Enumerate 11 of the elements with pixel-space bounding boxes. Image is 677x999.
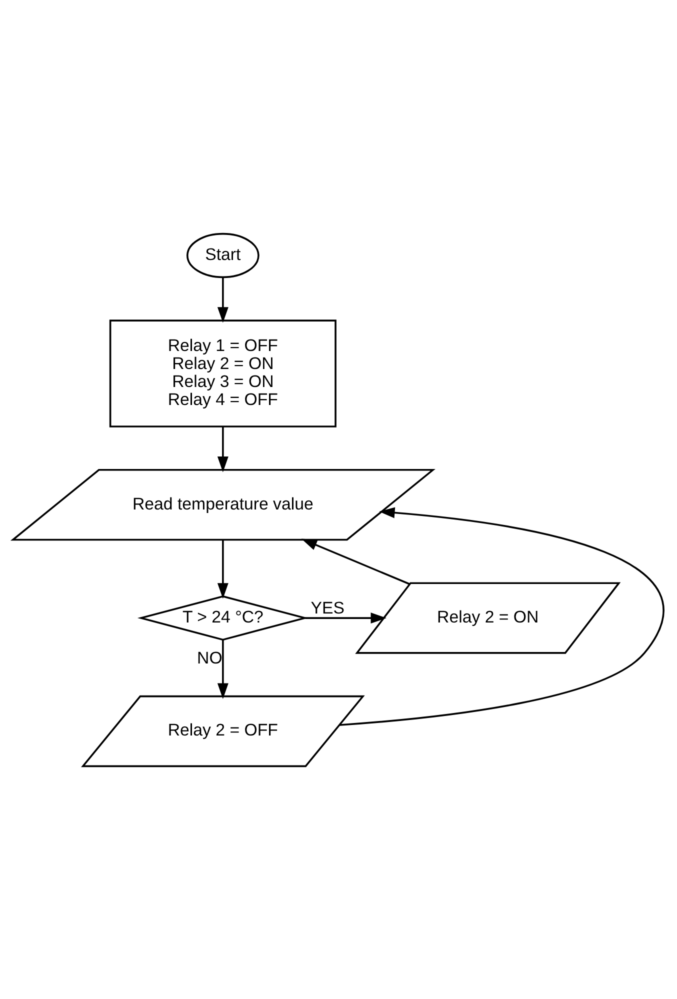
edge-label: YES xyxy=(310,598,345,617)
node-box: Relay 1 = OFF Relay 2 = ON Relay 3 = ON Relay 4 = OFF xyxy=(109,319,336,427)
arrow xyxy=(340,506,664,726)
arrow xyxy=(217,539,228,598)
arrow xyxy=(217,640,228,698)
arrow xyxy=(305,612,386,624)
arrow xyxy=(301,538,410,584)
arrow xyxy=(217,276,228,322)
arrow xyxy=(217,426,228,472)
edge-label: NO xyxy=(197,648,222,667)
node-ellipse: Start xyxy=(186,232,260,278)
